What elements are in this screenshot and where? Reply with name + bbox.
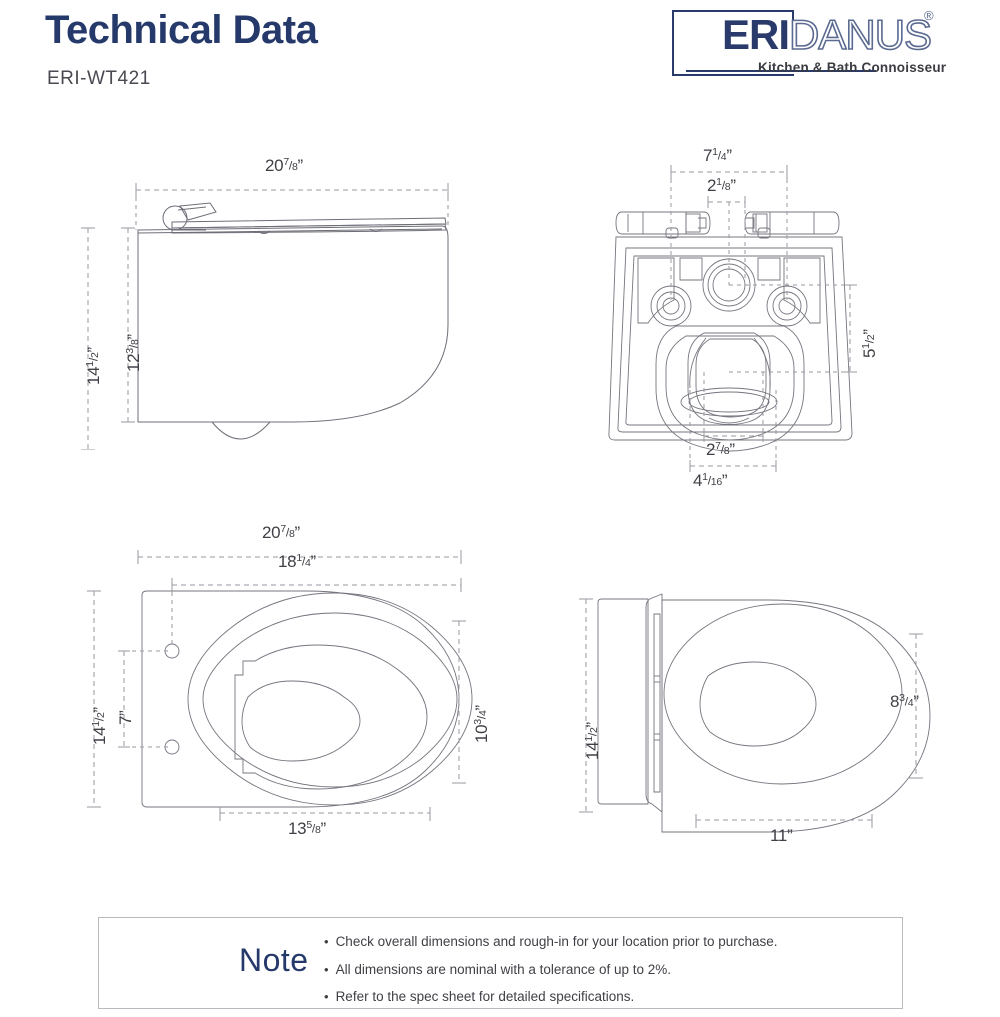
dim-rear-bolt-spread: 71/4” <box>703 145 732 165</box>
note-item: • All dimensions are nominal with a tole… <box>324 962 884 977</box>
note-item-text: All dimensions are nominal with a tolera… <box>335 961 671 977</box>
top-plan-svg <box>87 550 473 821</box>
dim-rear-inlet-offset: 21/8” <box>707 175 736 195</box>
bullet-icon: • <box>324 934 329 949</box>
dim-rear-outlet-width: 27/8” <box>706 439 735 459</box>
logo-brand-light: DANUS <box>788 11 933 59</box>
note-label: Note <box>239 942 309 978</box>
bullet-icon: • <box>324 961 329 977</box>
registered-trademark-icon: ® <box>924 8 934 23</box>
dim-bottom-opening-width: 11” <box>770 826 793 845</box>
brand-logo: ERIDANUS ® Kitchen & Bath Connoisseur <box>672 6 957 84</box>
drawing-top-plan: 207/8” 181/4” 141/2” 7” 103/4” 135/8” <box>80 515 530 865</box>
logo-wordmark: ERIDANUS <box>722 11 933 59</box>
dim-top-overall-width: 141/2” <box>89 707 109 745</box>
bottom-plan-svg <box>579 593 931 833</box>
drawing-bottom-plan: 141/2” 11” 83/4” <box>530 572 950 862</box>
model-number: ERI-WT421 <box>47 68 151 89</box>
dim-top-overall-length: 207/8” <box>262 522 300 542</box>
dim-side-height-inner: 123/8” <box>123 334 143 372</box>
dim-side-height-outer: 141/2” <box>83 347 103 385</box>
page-header: Technical Data ERI-WT421 ERIDANUS ® Kitc… <box>0 0 1000 110</box>
dim-top-bowl-width: 135/8” <box>288 818 326 838</box>
side-elevation-svg <box>81 183 449 450</box>
dim-rear-outlet-outer: 41/16” <box>693 470 728 490</box>
dim-top-bolt-spacing: 7” <box>116 711 135 725</box>
dim-bottom-overall-width: 141/2” <box>582 722 602 760</box>
dim-side-width: 207/8” <box>265 155 303 175</box>
dim-rear-drop: 51/2” <box>859 329 879 358</box>
logo-underline-icon <box>686 70 876 72</box>
note-item: • Refer to the spec sheet for detailed s… <box>324 989 884 1004</box>
dim-top-seat-length: 181/4” <box>278 551 316 571</box>
drawing-rear-elevation: 71/4” 21/8” 51/2” 27/8” 41/16” <box>598 140 938 505</box>
logo-frame-icon <box>672 9 794 76</box>
bullet-icon: • <box>324 989 329 1004</box>
note-item-text: Refer to the spec sheet for detailed spe… <box>335 989 635 1004</box>
dim-top-seat-width: 103/4” <box>471 705 491 743</box>
dim-bottom-seat-width: 83/4” <box>890 691 919 711</box>
note-box: Note • Check overall dimensions and roug… <box>98 917 903 1009</box>
page-title: Technical Data <box>45 8 318 52</box>
note-item: • Check overall dimensions and rough-in … <box>324 934 884 949</box>
note-item-text: Check overall dimensions and rough-in fo… <box>335 934 778 949</box>
logo-tagline: Kitchen & Bath Connoisseur <box>758 60 947 75</box>
drawing-side-elevation: 207/8” 141/2” 123/8” <box>60 150 480 450</box>
note-list: • Check overall dimensions and rough-in … <box>324 934 884 1017</box>
logo-brand-bold: ERI <box>722 11 790 58</box>
rear-elevation-svg <box>608 165 857 472</box>
